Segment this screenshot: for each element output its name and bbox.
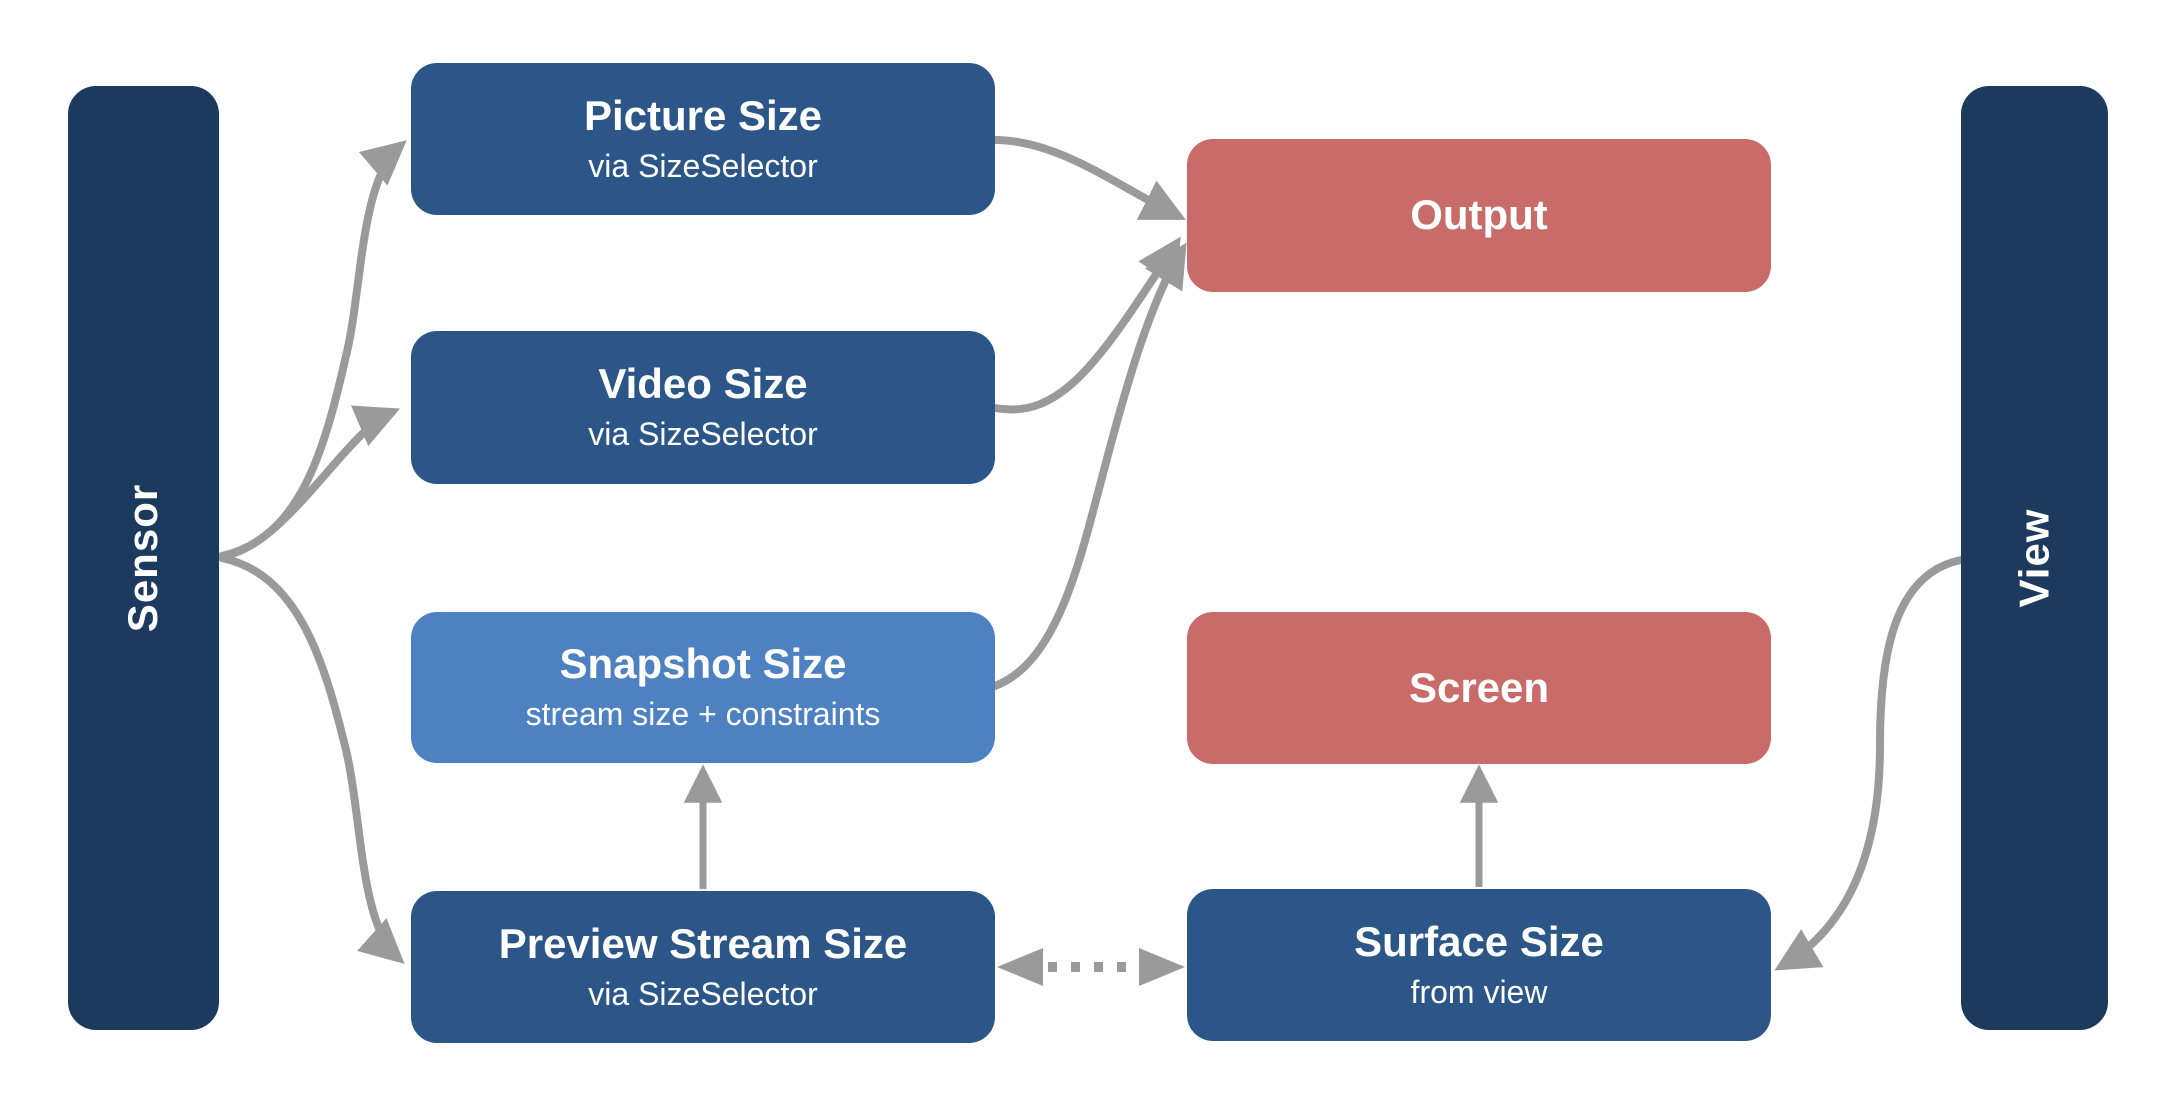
surface-size-subtitle: from view	[1410, 973, 1548, 1010]
edge-sensor-to-picture	[218, 140, 407, 560]
view-bar: View	[1961, 86, 2108, 1030]
sensor-bar: Sensor	[68, 86, 219, 1030]
node-snapshot-size: Snapshot Size stream size + constraints	[411, 612, 995, 763]
edge-view-to-surface	[1774, 556, 1965, 971]
edge-picture-to-output	[991, 136, 1186, 220]
output-title: Output	[1410, 191, 1548, 239]
video-size-title: Video Size	[598, 360, 808, 407]
preview-stream-size-title: Preview Stream Size	[498, 919, 908, 967]
edge-sensor-to-preview	[218, 554, 405, 964]
surface-size-title: Surface Size	[1354, 917, 1604, 965]
screen-title: Screen	[1408, 663, 1550, 711]
edge-sensor-to-video	[218, 405, 401, 560]
dotted-arrowhead-left	[997, 948, 1043, 986]
snapshot-size-subtitle: stream size + constraints	[525, 696, 881, 733]
snapshot-size-title: Snapshot Size	[559, 640, 847, 687]
node-picture-size: Picture Size via SizeSelector	[411, 63, 995, 215]
preview-stream-size-subtitle: via SizeSelector	[588, 975, 818, 1012]
dotted-arrowhead-right	[1139, 948, 1185, 986]
node-output: Output	[1187, 139, 1771, 292]
node-video-size: Video Size via SizeSelector	[411, 331, 995, 484]
video-size-subtitle: via SizeSelector	[588, 416, 818, 453]
edge-video-to-output	[991, 236, 1181, 414]
picture-size-subtitle: via SizeSelector	[588, 147, 818, 184]
sensor-bar-label: Sensor	[119, 483, 167, 633]
picture-size-title: Picture Size	[583, 91, 823, 139]
edge-snapshot-to-output	[991, 242, 1187, 690]
node-preview-stream-size: Preview Stream Size via SizeSelector	[411, 891, 995, 1043]
node-surface-size: Surface Size from view	[1187, 889, 1771, 1041]
node-screen: Screen	[1187, 612, 1771, 764]
view-bar-label: View	[2010, 508, 2058, 608]
